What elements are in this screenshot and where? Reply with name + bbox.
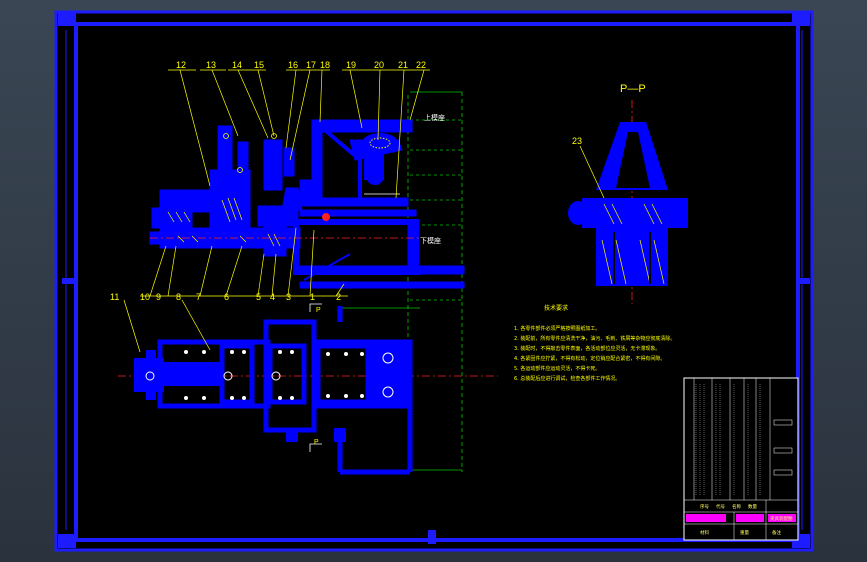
section-mark-top: P: [316, 307, 321, 314]
part-label-14: 14: [232, 60, 242, 70]
lower-die-label: 下模座: [420, 236, 441, 245]
part-label-9: 9: [156, 292, 161, 302]
part-label-3: 3: [286, 292, 291, 302]
part-label-6: 6: [224, 292, 229, 302]
tech-item-2: 2. 装配前，所有零件应清洗干净，油污、毛刺、铁屑等杂物应彻底清除。: [514, 335, 675, 342]
part-label-17: 17: [306, 60, 316, 70]
part-label-10: 10: [140, 292, 150, 302]
title-block: 夹具装配图 序号 代号 名称 数量 材料 重量 备注: [683, 377, 799, 541]
tb-row-weight: 重量: [740, 529, 749, 536]
bolt-symbols: [223, 133, 277, 173]
part-label-16: 16: [288, 60, 298, 70]
part-label-5: 5: [256, 292, 261, 302]
tb-row-remark: 备注: [772, 529, 781, 536]
tech-item-3: 3. 装配时，不得敲击零件表面，各活动部位应灵活，无卡滞现象。: [514, 345, 660, 352]
part-label-11: 11: [110, 292, 119, 302]
frame-grip-left[interactable]: [62, 278, 74, 284]
leader-23: [579, 145, 605, 199]
part-label-23: 23: [572, 136, 582, 146]
frame-grip-right[interactable]: [798, 278, 810, 284]
part-label-4: 4: [270, 292, 275, 302]
section-mark-bottom: P: [314, 439, 319, 446]
leader-lines-bottom: [140, 227, 348, 297]
technical-requirements: 技术要求 1. 各零件部件必须严格按照图纸加工。 2. 装配前，所有零件应清洗干…: [514, 304, 675, 382]
drawing-title: 夹具装配图: [770, 515, 793, 522]
tech-item-5: 5. 各运动部件应运动灵活，不得卡死。: [514, 365, 600, 372]
top-view-rings: [145, 352, 394, 398]
clamp-arm: [362, 133, 398, 185]
leader-11: [123, 299, 141, 353]
part-label-2: 2: [336, 292, 341, 302]
top-view: [118, 306, 498, 475]
part-label-20: 20: [374, 60, 384, 70]
section-view-pp: P—P 23: [568, 83, 688, 304]
part-label-8: 8: [176, 292, 181, 302]
part-label-7: 7: [196, 292, 201, 302]
section-title: P—P: [620, 83, 646, 95]
part-label-15: 15: [254, 60, 264, 70]
frame-grip-tl[interactable]: [58, 12, 76, 26]
section-cut-marks: [309, 303, 322, 452]
tech-item-1: 1. 各零件部件必须严格按照图纸加工。: [514, 325, 600, 332]
tb-row-seq: 序号: [700, 503, 709, 510]
tb-row-name: 名称: [732, 503, 741, 510]
tb-row-material: 材料: [700, 529, 709, 536]
part-label-12: 12: [176, 60, 186, 70]
part-label-1: 1: [310, 292, 315, 302]
center-mark: [322, 213, 330, 221]
tech-title: 技术要求: [544, 304, 568, 312]
upper-die-label: 上模座: [424, 113, 445, 122]
leader-lines-top: [168, 69, 430, 199]
part-label-22: 22: [416, 60, 426, 70]
frame-grip-bl[interactable]: [58, 534, 76, 548]
part-label-18: 18: [320, 60, 330, 70]
part-label-13: 13: [206, 60, 216, 70]
part-labels: 12 13 14 15 16 17 18 19 20 21 22 11 10 9…: [110, 60, 426, 302]
tech-item-4: 4. 各紧固件应拧紧，不得有松动，定位销应配合紧密，不得有间隙。: [514, 355, 665, 362]
frame-grip-bottom[interactable]: [428, 530, 436, 544]
section-hatching: [167, 197, 281, 247]
leader-8: [181, 299, 211, 351]
tech-item-6: 6. 总装配后应进行调试，检查各部件工作情况。: [514, 375, 620, 382]
part-label-19: 19: [346, 60, 356, 70]
top-view-holes: [184, 350, 364, 400]
front-view: 上模座 下模座: [149, 91, 465, 472]
tb-row-code: 代号: [716, 503, 725, 510]
part-label-21: 21: [398, 60, 408, 70]
frame-grip-tr[interactable]: [792, 12, 810, 26]
tb-row-qty: 数量: [748, 503, 757, 510]
